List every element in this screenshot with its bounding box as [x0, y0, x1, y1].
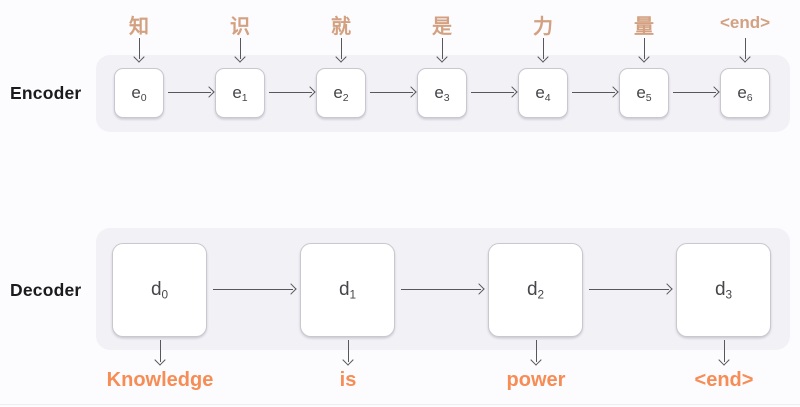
decoder-cell-3-label: d3 [714, 279, 733, 302]
decoder-cell-0: d0 [112, 243, 207, 337]
encoder-flow-arrow-right-icon [673, 92, 716, 93]
decoder-output-token-end: <end> [694, 369, 754, 391]
decoder-output-token-1: is [339, 369, 357, 391]
decoder-cell-0-label: d0 [150, 279, 169, 302]
encoder-flow-arrow-right-icon [168, 92, 211, 93]
decoder-cell-1: d1 [300, 243, 395, 337]
output-arrow-down-icon [160, 340, 161, 362]
input-arrow-down-icon [644, 38, 645, 59]
decoder-cell-2-label: d2 [526, 279, 545, 302]
encoder-cell-4-label: e4 [535, 83, 551, 104]
encoder-cell-6: e6 [720, 68, 770, 118]
decoder-flow-arrow-right-icon [401, 289, 481, 290]
encoder-cell-3: e3 [417, 68, 467, 118]
encoder-label: Encoder [10, 83, 82, 103]
encoder-input-token-4: 力 [533, 16, 553, 38]
input-arrow-down-icon [341, 38, 342, 59]
encoder-input-token-end: <end> [719, 13, 771, 32]
decoder-label: Decoder [10, 280, 82, 300]
encoder-input-token-0: 知 [129, 16, 149, 38]
encoder-cell-4: e4 [518, 68, 568, 118]
input-arrow-down-icon [745, 38, 746, 59]
bottom-divider [0, 404, 800, 405]
encoder-cell-1: e1 [215, 68, 265, 118]
output-arrow-down-icon [724, 340, 725, 362]
encoder-input-token-2: 就 [331, 16, 351, 38]
encoder-cell-3-label: e3 [434, 83, 450, 104]
output-arrow-down-icon [536, 340, 537, 362]
output-arrow-down-icon [348, 340, 349, 362]
encoder-cell-0: e0 [114, 68, 164, 118]
input-arrow-down-icon [240, 38, 241, 59]
encoder-input-token-5: 量 [634, 16, 654, 38]
decoder-flow-arrow-right-icon [213, 289, 293, 290]
encoder-cell-6-label: e6 [737, 83, 753, 104]
encoder-cell-2: e2 [316, 68, 366, 118]
encoder-flow-arrow-right-icon [572, 92, 615, 93]
encoder-flow-arrow-right-icon [269, 92, 312, 93]
encoder-flow-arrow-right-icon [370, 92, 413, 93]
decoder-output-token-2: power [506, 369, 566, 391]
decoder-cell-3: d3 [676, 243, 771, 337]
encoder-cell-2-label: e2 [333, 83, 349, 104]
encoder-input-token-3: 是 [432, 16, 452, 38]
encoder-cell-5: e5 [619, 68, 669, 118]
encoder-cell-0-label: e0 [131, 83, 147, 104]
encoder-input-token-1: 识 [230, 16, 250, 38]
input-arrow-down-icon [543, 38, 544, 59]
decoder-cell-2: d2 [488, 243, 583, 337]
input-arrow-down-icon [442, 38, 443, 59]
decoder-flow-arrow-right-icon [589, 289, 669, 290]
input-arrow-down-icon [139, 38, 140, 59]
encoder-cell-5-label: e5 [636, 83, 652, 104]
decoder-output-token-0: Knowledge [106, 369, 214, 391]
decoder-cell-1-label: d1 [338, 279, 357, 302]
encoder-flow-arrow-right-icon [471, 92, 514, 93]
encoder-cell-1-label: e1 [232, 83, 248, 104]
